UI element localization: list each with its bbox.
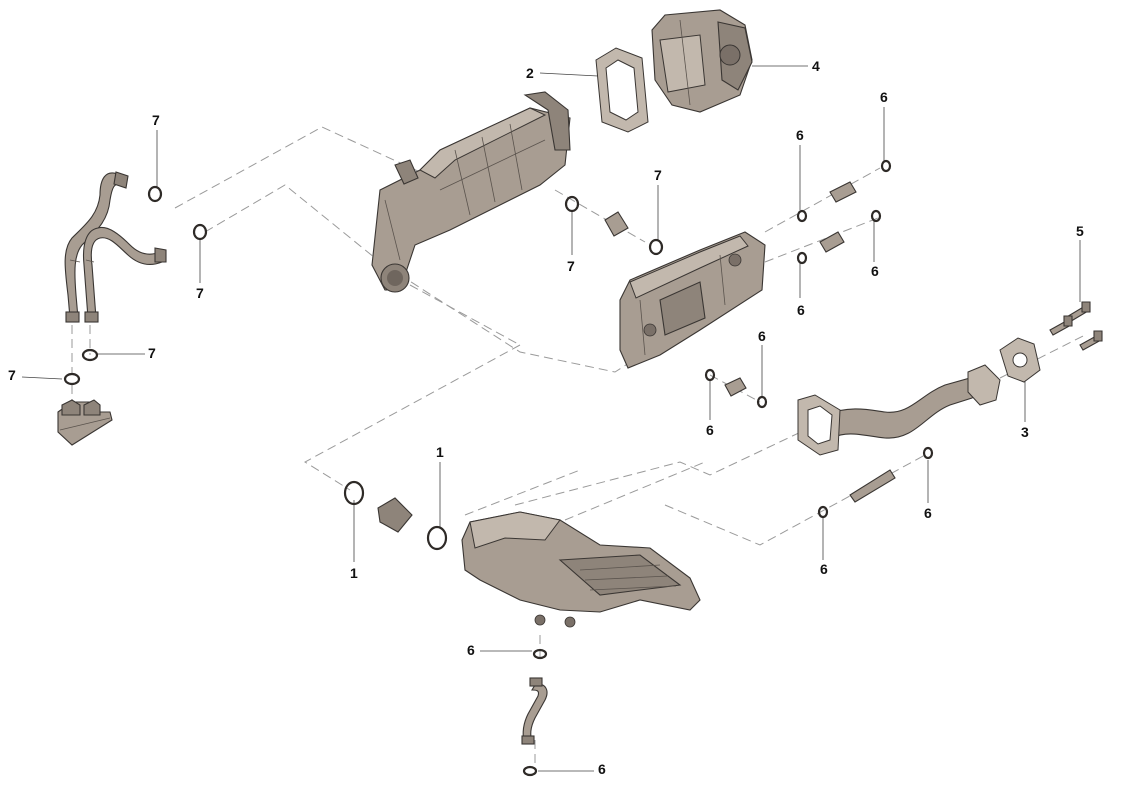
flange-gasket bbox=[999, 337, 1041, 383]
lower-cooler-housing bbox=[461, 511, 701, 628]
callout-7-c: 7 bbox=[148, 345, 156, 361]
assembly-lines bbox=[71, 126, 1086, 770]
callout-labels: 1 1 2 3 4 5 6 6 6 6 6 6 6 6 6 6 7 7 7 7 … bbox=[8, 58, 1084, 777]
egr-valve bbox=[651, 9, 753, 113]
callout-6-a: 6 bbox=[880, 89, 888, 105]
connector-sleeves bbox=[377, 181, 896, 533]
callout-3: 3 bbox=[1021, 424, 1029, 440]
callout-2: 2 bbox=[526, 65, 534, 81]
exhaust-pipe bbox=[797, 364, 1001, 456]
egr-cooler bbox=[371, 91, 571, 293]
callout-7-a: 7 bbox=[152, 112, 160, 128]
drain-pipe bbox=[521, 677, 548, 745]
coolant-hose-assembly bbox=[64, 171, 167, 323]
callout-7-f: 7 bbox=[567, 258, 575, 274]
callout-6-j: 6 bbox=[598, 761, 606, 777]
callout-6-d: 6 bbox=[797, 302, 805, 318]
flange-bolts bbox=[1049, 301, 1103, 351]
callout-6-i: 6 bbox=[467, 642, 475, 658]
gasket-valve-flange bbox=[595, 47, 649, 133]
callout-7-b: 7 bbox=[196, 285, 204, 301]
callout-6-h: 6 bbox=[820, 561, 828, 577]
callout-7-e: 7 bbox=[654, 167, 662, 183]
callout-1-upper: 1 bbox=[436, 444, 444, 460]
seal-rings bbox=[63, 159, 934, 777]
callout-7-d: 7 bbox=[8, 367, 16, 383]
callout-6-g: 6 bbox=[924, 505, 932, 521]
callout-6-b: 6 bbox=[796, 127, 804, 143]
coolant-connector-fitting bbox=[57, 399, 113, 446]
callout-6-e: 6 bbox=[758, 328, 766, 344]
leader-lines bbox=[21, 65, 1081, 772]
callout-6-f: 6 bbox=[706, 422, 714, 438]
callout-4: 4 bbox=[812, 58, 820, 74]
callout-6-c: 6 bbox=[871, 263, 879, 279]
egr-bypass-housing bbox=[619, 231, 766, 369]
callout-5: 5 bbox=[1076, 223, 1084, 239]
callout-1-lower: 1 bbox=[350, 565, 358, 581]
